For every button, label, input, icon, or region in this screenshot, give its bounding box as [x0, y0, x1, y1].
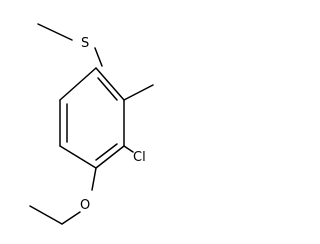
bond-s-ring — [94, 47, 103, 67]
atom-label-sulfur: S — [81, 36, 89, 51]
bond-ring-o — [91, 167, 97, 191]
atom-label-oxygen: O — [80, 198, 90, 213]
bond-o-ethyl — [61, 211, 81, 225]
bond-ring-cl — [123, 145, 134, 153]
ring-double-bond-top-right — [97, 77, 118, 101]
atom-label-chlorine: Cl — [133, 150, 146, 165]
molecule-structure: S Cl O — [29, 23, 154, 225]
ring-bond-top-left — [59, 67, 97, 101]
ring-bond-bottom-right — [95, 145, 125, 169]
bond-ring-methyl — [123, 84, 154, 101]
bond-methyl-s — [37, 23, 73, 41]
bond-ethyl — [29, 205, 63, 225]
ring-bond-top-right — [95, 67, 125, 101]
ring-double-bond-bottom-right — [95, 143, 118, 161]
ring-bond-bottom-left — [59, 145, 97, 169]
